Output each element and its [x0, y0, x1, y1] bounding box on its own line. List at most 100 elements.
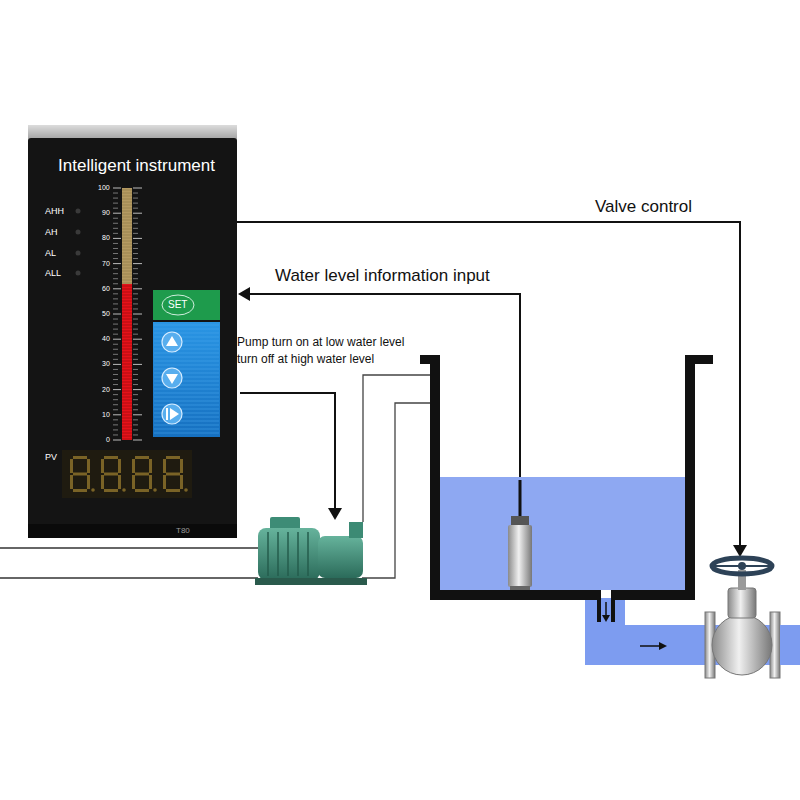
- scale-ticks: [113, 188, 142, 440]
- led-digits: [70, 456, 188, 492]
- scale-tick: [113, 399, 118, 400]
- key-panel-stripe: [154, 405, 219, 406]
- sensor-cable: [519, 480, 522, 520]
- led-segment: [180, 475, 183, 489]
- bar-segment: [122, 226, 132, 227]
- scale-tick: [113, 263, 121, 264]
- scale-tick: [113, 293, 118, 294]
- alarm-led: [76, 271, 81, 276]
- scale-tick: [133, 193, 138, 194]
- bar-segment: [122, 253, 132, 254]
- scale-tick: [113, 258, 118, 259]
- bar-graph-lit: [122, 284, 132, 440]
- led-segment: [166, 489, 180, 492]
- scale-tick: [133, 228, 138, 229]
- bar-segment: [122, 274, 132, 275]
- scale-tick: [133, 303, 138, 304]
- scale-tick: [113, 384, 118, 385]
- scale-number: 60: [102, 285, 110, 293]
- bar-segment: [122, 319, 132, 320]
- scale-tick: [113, 278, 118, 279]
- scale-tick: [133, 359, 138, 360]
- scale-tick: [133, 349, 138, 350]
- key-buttons: [162, 332, 182, 424]
- led-segment: [166, 456, 180, 459]
- alarm-label: ALL: [45, 268, 61, 278]
- bar-segment: [122, 250, 132, 251]
- key-panel-stripe: [154, 429, 219, 430]
- arrowhead: [328, 508, 342, 520]
- bar-segment: [122, 412, 132, 413]
- bar-segment: [122, 247, 132, 248]
- water: [440, 477, 685, 590]
- scale-tick: [113, 319, 118, 320]
- led-segment: [118, 459, 121, 473]
- signal-label-holder: Water level information input: [275, 266, 490, 286]
- scale-tick: [133, 213, 142, 214]
- alarm-label-holder: AH: [45, 227, 58, 237]
- scale-tick: [113, 213, 121, 214]
- key-panel-stripe: [154, 397, 219, 398]
- bar-segment: [122, 349, 132, 350]
- scale-tick: [113, 208, 118, 209]
- motor-fin: [307, 532, 309, 576]
- tank-bottom: [430, 590, 601, 600]
- down-key-arrow: [166, 374, 178, 384]
- shift-key: [162, 404, 182, 424]
- flow-arrow: [605, 602, 607, 616]
- signal-label: Pump turn on at low water level turn off…: [237, 334, 415, 368]
- bar-segment: [122, 202, 132, 203]
- scale-tick: [133, 258, 138, 259]
- bar-segment: [122, 409, 132, 410]
- scale-tick: [133, 329, 138, 330]
- bar-segment: [122, 289, 132, 290]
- flow-arrowhead: [602, 615, 610, 622]
- bar-segment: [122, 325, 132, 326]
- bar-segment: [122, 304, 132, 305]
- scale-tick: [113, 374, 118, 375]
- feed-pipe: [362, 403, 432, 578]
- bar-segment: [122, 418, 132, 419]
- instrument-panel: Intelligent instrumentSET: [28, 140, 245, 538]
- bar-segment: [122, 334, 132, 335]
- tank-wall: [430, 355, 440, 600]
- bar-segment: [122, 232, 132, 233]
- scale-tick: [113, 424, 118, 425]
- pump-outlet: [349, 522, 363, 538]
- scale-tick: [133, 223, 138, 224]
- scale-tick: [113, 253, 118, 254]
- scale-number: 100: [98, 184, 110, 192]
- scale-number-holder: 0: [106, 436, 110, 444]
- led-segment: [70, 459, 73, 473]
- valve-body: [712, 615, 772, 675]
- led-segment: [70, 475, 73, 489]
- key-panel-stripe: [154, 325, 219, 326]
- scale-tick: [133, 218, 138, 219]
- tank-bottom: [611, 590, 695, 600]
- instrument-foot: [28, 524, 237, 538]
- scale-number-holder: 30: [102, 360, 110, 368]
- shift-key-bar: [166, 408, 168, 420]
- led-segment: [163, 475, 166, 489]
- led-segment: [104, 489, 118, 492]
- scale-tick: [133, 399, 138, 400]
- led-segment: [149, 459, 152, 473]
- bar-segment: [122, 196, 132, 197]
- scale-tick: [133, 419, 138, 420]
- set-button: SET: [153, 290, 228, 320]
- led-segment: [149, 475, 152, 489]
- bar-segment: [122, 211, 132, 212]
- scale-tick: [133, 263, 142, 264]
- signal-label: Valve control: [595, 197, 692, 217]
- bar-segment: [122, 346, 132, 347]
- key-panel-stripe: [154, 333, 219, 334]
- feed-pipe: [363, 375, 432, 522]
- led-segment: [135, 489, 149, 492]
- alarm-led: [76, 251, 81, 256]
- scale-tick: [133, 364, 142, 365]
- scale-tick: [133, 334, 138, 335]
- bar-segment: [122, 205, 132, 206]
- scale-tick: [113, 394, 118, 395]
